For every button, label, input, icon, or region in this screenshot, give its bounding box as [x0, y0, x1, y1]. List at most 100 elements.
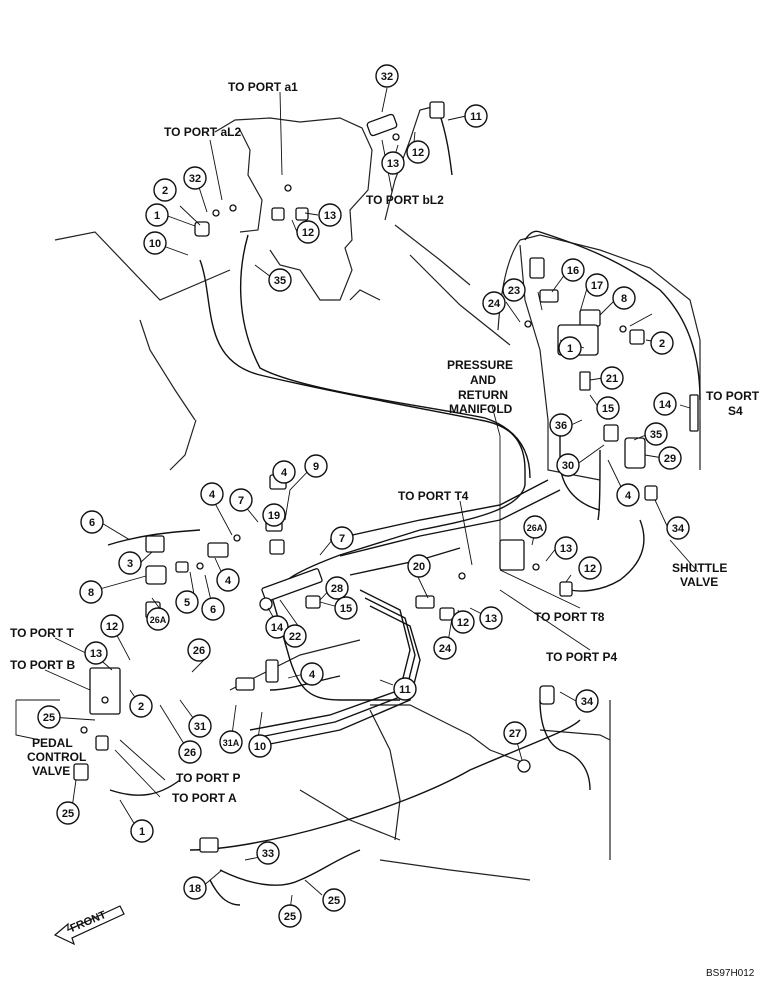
callout-13: 13: [479, 606, 503, 630]
callout-circle: [503, 721, 527, 745]
callout-18: 18: [183, 876, 207, 900]
callout-circle: [201, 597, 225, 621]
callout-circle: [578, 556, 602, 580]
callout-26: 26: [178, 740, 202, 764]
callout-circle: [130, 819, 154, 843]
label-port-a1: TO PORT a1: [228, 80, 298, 94]
callout-5: 5: [175, 590, 199, 614]
callout-13: 13: [381, 151, 405, 175]
callout-12: 12: [100, 614, 124, 638]
callout-number: 12: [106, 621, 118, 633]
callout-15: 15: [334, 596, 358, 620]
callout-4: 4: [300, 662, 324, 686]
callout-circle: [644, 422, 668, 446]
callout-12: 12: [578, 556, 602, 580]
callout-2: 2: [153, 178, 177, 202]
callout-13: 13: [554, 536, 578, 560]
callout-26: 26: [187, 638, 211, 662]
callout-9: 9: [304, 454, 328, 478]
callout-number: 33: [262, 848, 274, 860]
callout-circle: [433, 636, 457, 660]
label-shuttle-line1: SHUTTLE: [672, 561, 727, 575]
label-manifold-line4: MANIFOLD: [449, 402, 513, 416]
callout-30: 30: [556, 453, 580, 477]
callout-number: 29: [664, 453, 676, 465]
machine-outline: [54, 104, 701, 881]
callout-32: 32: [375, 64, 399, 88]
fittings: [73, 101, 699, 853]
callout-25: 25: [37, 705, 61, 729]
callout-circle: [558, 336, 582, 360]
callout-circle: [272, 460, 296, 484]
callout-circle: [523, 515, 547, 539]
callout-circle: [145, 203, 169, 227]
callout-14: 14: [265, 615, 289, 639]
callout-circle: [229, 488, 253, 512]
callout-circle: [554, 536, 578, 560]
callout-circle: [256, 841, 280, 865]
callout-number: 19: [268, 510, 280, 522]
callout-circle: [80, 510, 104, 534]
callout-number: 12: [457, 617, 469, 629]
callout-6: 6: [201, 597, 225, 621]
callout-circle: [175, 590, 199, 614]
callout-circle: [464, 104, 488, 128]
callout-number: 3: [127, 558, 133, 570]
callout-circle: [600, 366, 624, 390]
callout-circle: [268, 268, 292, 292]
label-port-t: TO PORT T: [10, 626, 74, 640]
callout-number: 15: [340, 603, 352, 615]
callout-4: 4: [272, 460, 296, 484]
callout-circle: [322, 888, 346, 912]
callout-number: 27: [509, 728, 521, 740]
callout-12: 12: [406, 140, 430, 164]
callout-number: 35: [274, 275, 286, 287]
callout-circle: [219, 730, 243, 754]
callout-25: 25: [278, 904, 302, 928]
label-pedal-line3: VALVE: [32, 764, 70, 778]
callout-number: 2: [659, 338, 665, 350]
callout-circle: [596, 396, 620, 420]
callout-circle: [118, 551, 142, 575]
callout-12: 12: [296, 220, 320, 244]
callout-circle: [56, 801, 80, 825]
callout-number: 15: [602, 403, 614, 415]
callout-circle: [479, 606, 503, 630]
callout-number: 11: [399, 684, 411, 696]
callout-27: 27: [503, 721, 527, 745]
callout-26A: 26A: [523, 515, 547, 539]
callout-36: 36: [549, 413, 573, 437]
callout-2: 2: [129, 694, 153, 718]
callout-number: 4: [225, 575, 232, 587]
callout-number: 18: [189, 883, 201, 895]
callout-13: 13: [318, 203, 342, 227]
callout-number: 9: [313, 461, 319, 473]
callout-28: 28: [325, 576, 349, 600]
label-port-t4: TO PORT T4: [398, 489, 469, 503]
callout-number: 25: [43, 712, 55, 724]
callout-7: 7: [330, 526, 354, 550]
callout-number: 34: [581, 696, 594, 708]
label-port-s4-line1: TO PORT: [706, 389, 760, 403]
callout-circle: [37, 705, 61, 729]
callout-number: 17: [591, 280, 603, 292]
callout-21: 21: [600, 366, 624, 390]
callout-8: 8: [79, 580, 103, 604]
callout-circle: [482, 291, 506, 315]
callout-20: 20: [407, 554, 431, 578]
callout-circle: [549, 413, 573, 437]
callout-circle: [153, 178, 177, 202]
callout-circle: [653, 392, 677, 416]
callout-number: 6: [89, 517, 95, 529]
callout-number: 31: [194, 721, 206, 733]
callout-circle: [334, 596, 358, 620]
callout-circle: [296, 220, 320, 244]
callout-circle: [146, 607, 170, 631]
label-port-a: TO PORT A: [172, 791, 237, 805]
callout-16: 16: [561, 258, 585, 282]
label-port-s4-line2: S4: [728, 404, 743, 418]
label-pedal-line1: PEDAL: [32, 736, 73, 750]
callout-number: 12: [584, 563, 596, 575]
